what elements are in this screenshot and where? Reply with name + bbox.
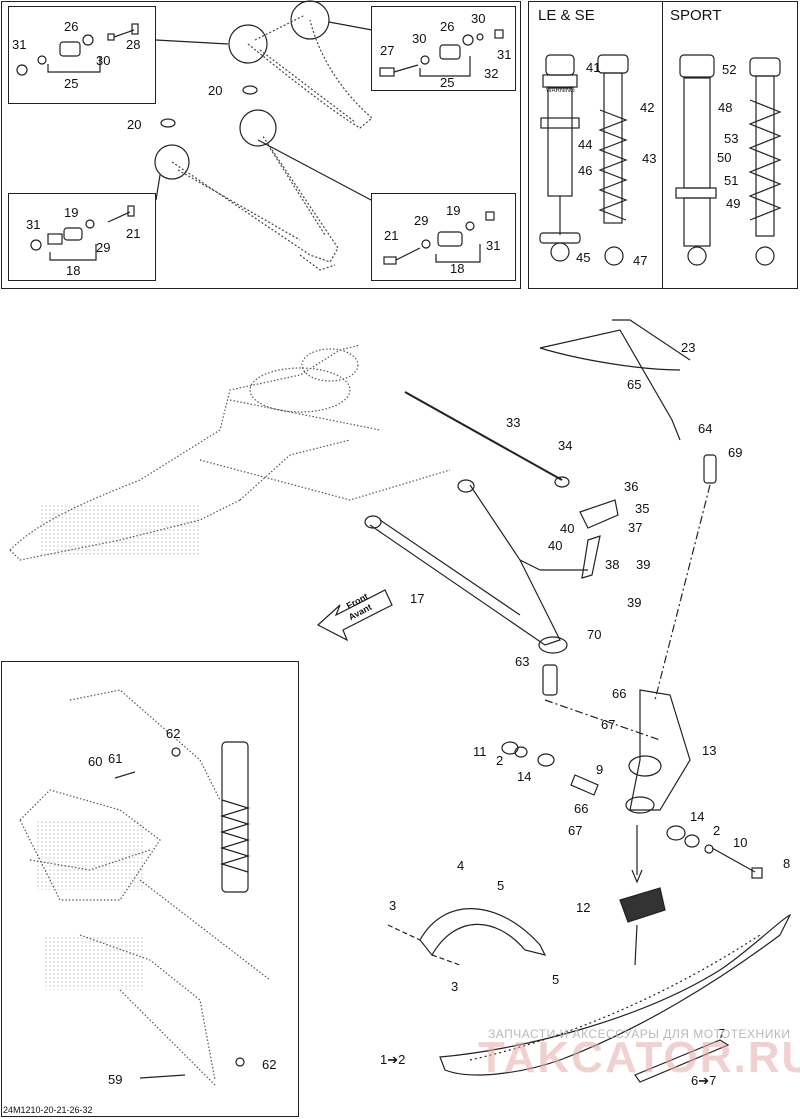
le-se-title: LE & SE: [538, 7, 595, 24]
callout: 48: [718, 100, 733, 115]
callout: 44: [578, 137, 593, 152]
callout: 31: [26, 217, 41, 232]
callout: 26: [440, 19, 455, 34]
callout: 59: [108, 1072, 123, 1087]
callout: 31: [497, 47, 512, 62]
callout: 61: [108, 751, 123, 766]
callout: 19: [64, 205, 79, 220]
callout: 6➔7: [691, 1073, 717, 1088]
subbox-upper-right: [371, 6, 516, 91]
callout: 62: [262, 1057, 277, 1072]
callout: 38: [605, 557, 620, 572]
callout: 43: [642, 151, 657, 166]
callout: 64: [698, 421, 713, 436]
shocks-divider: [662, 1, 663, 289]
shocks-frame: [528, 1, 798, 289]
callout: 18: [66, 263, 81, 278]
callout: 20: [208, 83, 223, 98]
top-left-frame: [1, 1, 521, 289]
callout: 30: [471, 11, 486, 26]
callout: 63: [515, 654, 530, 669]
callout: 42: [640, 100, 655, 115]
callout: 28: [126, 37, 141, 52]
callout: 25: [64, 76, 79, 91]
callout: 69: [728, 445, 743, 460]
watermark-logo: TAKCATOR.RU: [478, 1033, 800, 1082]
sport-title: SPORT: [670, 7, 722, 24]
callout: 12: [576, 900, 591, 915]
callout: 50: [717, 150, 732, 165]
callout: 65: [627, 377, 642, 392]
callout: 29: [414, 213, 429, 228]
callout: 2: [496, 753, 504, 768]
callout: 66: [574, 801, 589, 816]
callout: 30: [96, 53, 111, 68]
callout: 67: [568, 823, 583, 838]
callout: 53: [724, 131, 739, 146]
subbox-lower-left: [8, 193, 156, 281]
callout: 21: [384, 228, 399, 243]
callout: 2: [713, 823, 721, 838]
callout: 10: [733, 835, 748, 850]
drawing-reference: 24M1210-20-21-26-32: [3, 1105, 93, 1115]
callout: 5: [497, 878, 505, 893]
subbox-lower-right: [371, 193, 516, 281]
callout: 17: [410, 591, 425, 606]
callout: 3: [389, 898, 397, 913]
callout: 62: [166, 726, 181, 741]
callout: 11: [473, 744, 487, 759]
callout: 47: [633, 253, 648, 268]
callout: 37: [628, 520, 643, 535]
callout: 52: [722, 62, 737, 77]
subbox-upper-left: [8, 6, 156, 104]
callout: 49: [726, 196, 741, 211]
callout: 19: [446, 203, 461, 218]
callout: 34: [558, 438, 573, 453]
callout: 30: [412, 31, 427, 46]
callout: 39: [636, 557, 651, 572]
callout: 7: [718, 1026, 726, 1041]
callout: 36: [624, 479, 639, 494]
callout: 31: [12, 37, 27, 52]
callout: 39: [627, 595, 642, 610]
callout: 51: [724, 173, 739, 188]
callout: 5: [552, 972, 560, 987]
callout: 41: [586, 60, 601, 75]
callout: 26: [64, 19, 79, 34]
callout: 40: [548, 538, 563, 553]
callout: 13: [702, 743, 717, 758]
callout: 14: [690, 809, 705, 824]
callout: 14: [517, 769, 532, 784]
callout: 8: [783, 856, 791, 871]
callout: 66: [612, 686, 627, 701]
callout: 45: [576, 250, 591, 265]
callout: 35: [635, 501, 650, 516]
watermark-text: ЗАПЧАСТИ И АКСЕССУАРЫ ДЛЯ МОТОТЕХНИКИ: [488, 1027, 791, 1041]
callout: 18: [450, 261, 465, 276]
warning-label: WARNING: [546, 88, 575, 94]
callout: 60: [88, 754, 103, 769]
callout: 1➔2: [380, 1052, 406, 1067]
callout: 29: [96, 240, 111, 255]
callout: 67: [601, 717, 616, 732]
callout: 3: [451, 979, 459, 994]
callout: 46: [578, 163, 593, 178]
callout: 20: [127, 117, 142, 132]
callout: 33: [506, 415, 521, 430]
callout: 4: [457, 858, 465, 873]
callout: 23: [681, 340, 696, 355]
callout: 27: [380, 43, 395, 58]
callout: 31: [486, 238, 501, 253]
callout: 9: [596, 762, 604, 777]
callout: 21: [126, 226, 141, 241]
callout: 32: [484, 66, 499, 81]
inset-frame: [1, 661, 299, 1117]
callout: 25: [440, 75, 455, 90]
callout: 40: [560, 521, 575, 536]
callout: 70: [587, 627, 602, 642]
